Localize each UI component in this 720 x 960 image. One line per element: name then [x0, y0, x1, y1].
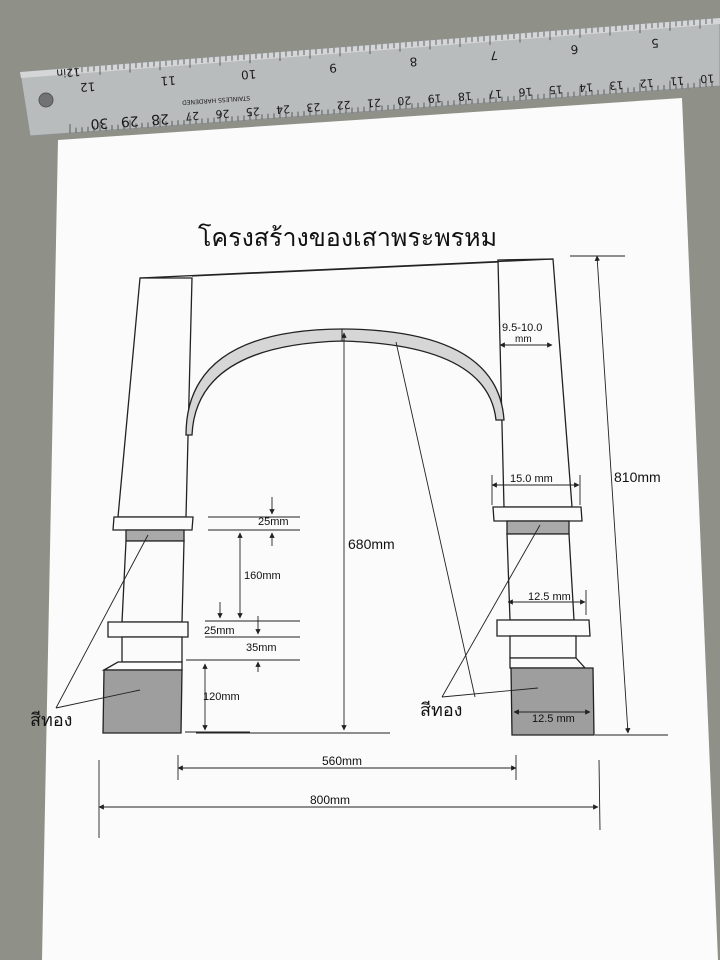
- dim-shaft-height: 160mm: [244, 570, 281, 582]
- ruler-cm-number: 13: [609, 78, 624, 92]
- ruler-inch-number: 5: [651, 36, 660, 50]
- ruler-inch-number: 9: [329, 61, 338, 75]
- ruler-cm-number: 19: [427, 91, 442, 105]
- dim-total-height-line: [594, 255, 631, 734]
- label-gold-right: สีทอง: [420, 700, 462, 721]
- dim-total-width: 800mm: [310, 793, 350, 807]
- ruler-cm-number: 18: [457, 89, 472, 103]
- top-beam-inner: [191, 261, 499, 277]
- left-ring-upper: [112, 516, 194, 531]
- ruler-cm-number: 11: [670, 74, 685, 88]
- ruler-cm-number: 29: [120, 112, 139, 129]
- left-gold-band: [125, 529, 185, 542]
- ruler-cm-number: 12: [639, 76, 654, 90]
- dim-inner-height: 680mm: [348, 536, 395, 552]
- right-ring-lower: [496, 619, 591, 637]
- right-ring-upper: [492, 506, 583, 522]
- ruler-cm-number: 16: [518, 85, 533, 99]
- dim-total-height: 810mm: [614, 469, 661, 485]
- ruler-cm-number: 21: [367, 96, 382, 110]
- right-gold-base: [510, 667, 595, 736]
- ruler-cm-number: 20: [397, 93, 412, 107]
- dim-base-width: 12.5 mm: [532, 713, 575, 725]
- ruler-hole: [38, 92, 54, 108]
- dim-upper-band-width: 15.0 mm: [510, 473, 553, 485]
- ruler-cm-numbers: 30 29 28 27 26 25 24 23 22 21 20 19 18 17 16 15 14 13 12 11…: [90, 71, 715, 131]
- ruler-cm-number: 23: [306, 100, 321, 114]
- dim-neck: 35mm: [246, 642, 277, 654]
- left-column: [101, 277, 194, 734]
- dim-column-top-width: 9.5-10.0: [502, 322, 542, 334]
- ruler-cm-number: 27: [185, 109, 200, 123]
- ruler-cm-number: 28: [151, 110, 170, 127]
- ruler-inch-number: 6: [570, 42, 579, 56]
- right-plinth-cap: [509, 657, 587, 669]
- ruler-cm-number: 17: [488, 87, 503, 101]
- page-title: โครงสร้างของเสาพระพรหม: [198, 223, 497, 252]
- ruler-cm-number: 24: [276, 102, 291, 116]
- dim-lower-band-width: 12.5 mm: [528, 591, 571, 603]
- left-gold-base: [102, 669, 183, 734]
- dim-inner-width: 560mm: [322, 754, 362, 768]
- ruler-inch-number: 7: [490, 48, 499, 62]
- dim-base-height: 120mm: [203, 691, 240, 703]
- dim-upper-ring: 25mm: [258, 516, 289, 528]
- left-ring-lower: [107, 621, 189, 638]
- ruler-cm-number: 15: [548, 82, 563, 96]
- ruler-unit-label: 12in: [56, 65, 81, 80]
- ruler-cm-number: 14: [579, 80, 594, 94]
- right-column: [492, 258, 595, 736]
- ruler-cm-number: 30: [90, 114, 109, 131]
- ruler-inch-number: 11: [160, 73, 176, 88]
- steel-ruler: 121110987654 302928272625242322212019181…: [19, 17, 720, 137]
- ruler-brand: STAINLESS HARDENED: [182, 94, 251, 106]
- ruler-inch-number: 8: [409, 54, 418, 68]
- ruler-cm-number: 26: [215, 107, 230, 121]
- right-neck: [509, 635, 577, 659]
- left-plinth-cap: [101, 661, 183, 671]
- ruler-cm-number: 22: [336, 98, 351, 112]
- left-shaft: [121, 540, 185, 623]
- ruler-inch-number: 12: [80, 79, 96, 94]
- ruler-inch-number: 10: [241, 67, 257, 82]
- dim-column-top-unit: mm: [515, 334, 532, 345]
- right-shaft: [506, 533, 575, 621]
- ruler-ticks: [69, 18, 713, 134]
- arch-band: [185, 328, 505, 436]
- label-gold-left: สีทอง: [30, 710, 72, 731]
- ruler-inch-numbers: 121110987654: [80, 36, 660, 95]
- dim-lower-ring: 25mm: [204, 625, 235, 637]
- right-gold-band: [506, 520, 570, 535]
- left-neck: [121, 636, 183, 663]
- ruler-cm-number: 10: [700, 71, 715, 85]
- ruler-cm-number: 25: [245, 104, 260, 118]
